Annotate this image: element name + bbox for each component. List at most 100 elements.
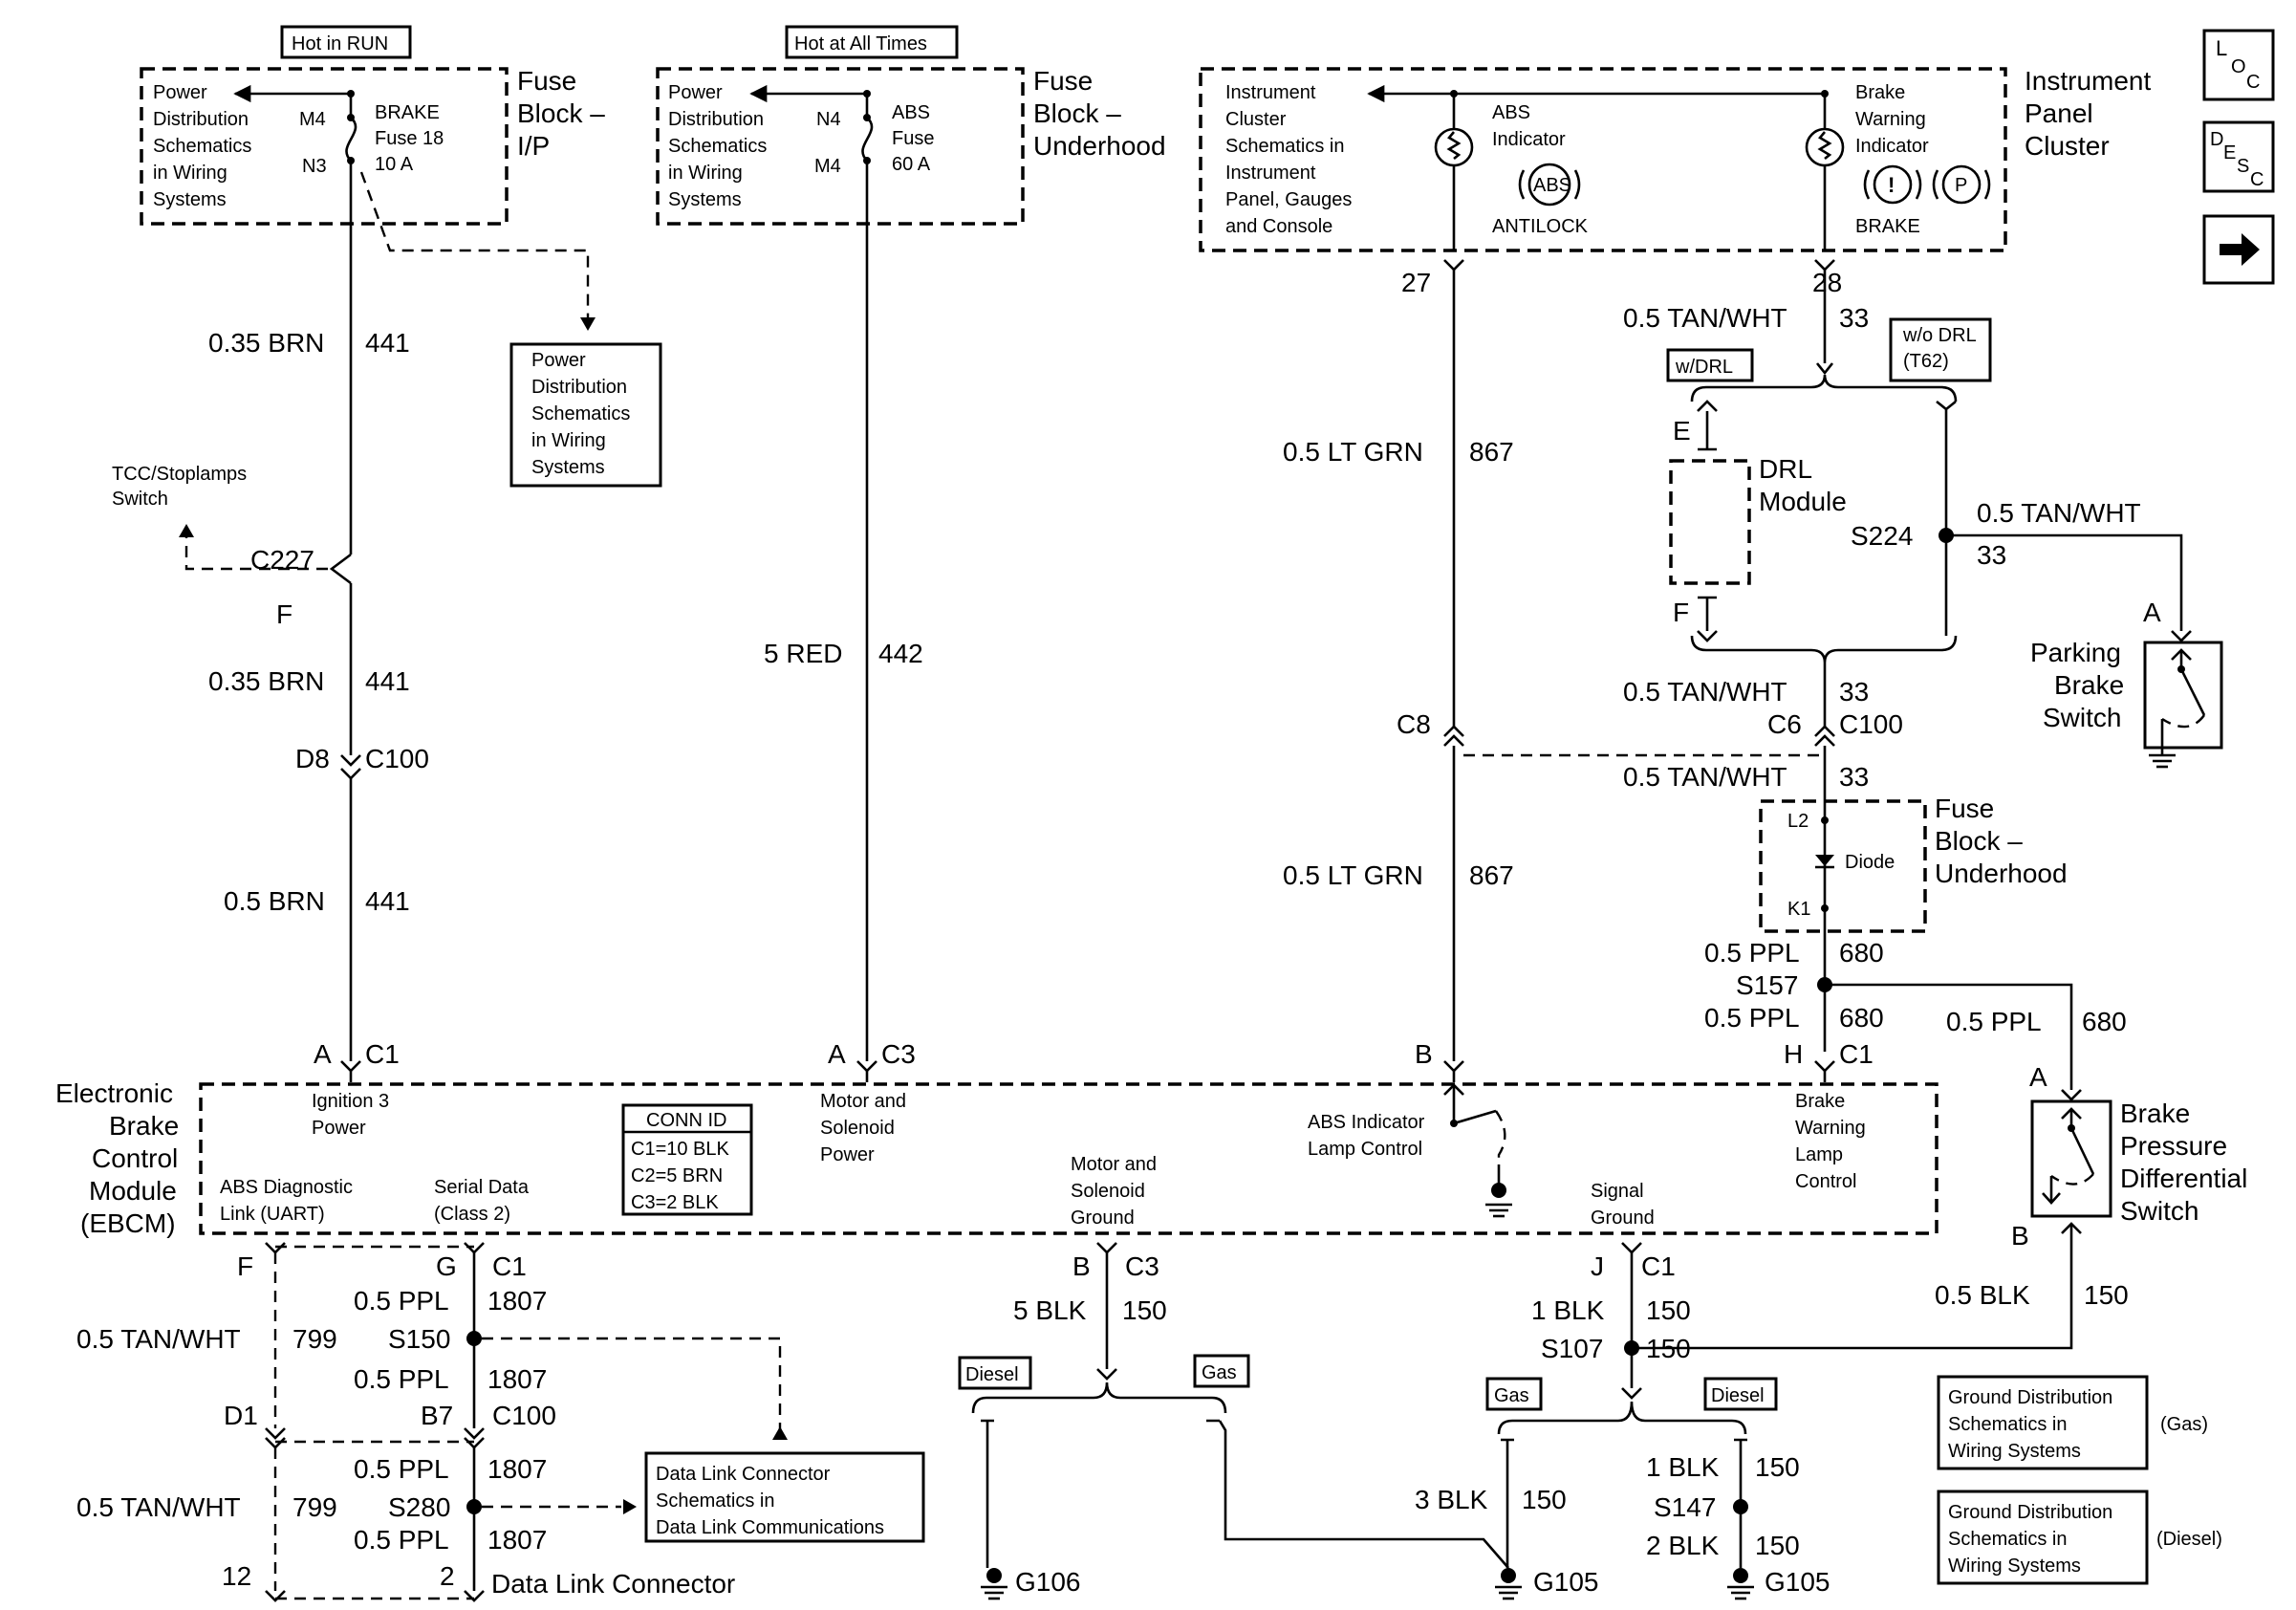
svg-text:Warning: Warning [1795, 1118, 1866, 1139]
svg-text:28: 28 [1812, 268, 1842, 297]
svg-text:Switch: Switch [2120, 1196, 2199, 1226]
svg-text:Hot at All Times: Hot at All Times [794, 33, 927, 54]
power-distribution-reference[interactable]: Power Distribution Schematics in Wiring … [509, 342, 662, 488]
svg-text:Systems: Systems [668, 189, 742, 210]
svg-text:A: A [828, 1039, 846, 1069]
svg-text:O: O [2231, 56, 2246, 77]
svg-text:Panel: Panel [2025, 98, 2093, 128]
svg-text:1807: 1807 [487, 1454, 547, 1484]
svg-text:C1: C1 [365, 1039, 400, 1069]
svg-text:C100: C100 [1839, 709, 1903, 739]
circuit-150-motor-ground [971, 1242, 1509, 1600]
svg-text:Brake: Brake [1855, 82, 1905, 103]
svg-text:Power: Power [531, 350, 586, 371]
svg-text:S150: S150 [388, 1324, 450, 1354]
svg-text:(T62): (T62) [1903, 351, 1949, 372]
svg-text:A: A [2143, 598, 2161, 627]
svg-text:C: C [2250, 169, 2264, 190]
svg-text:Block –: Block – [517, 98, 605, 128]
svg-text:33: 33 [1839, 677, 1869, 707]
description-icon[interactable]: D E S C [2202, 120, 2275, 193]
svg-text:Data Link Connector: Data Link Connector [656, 1464, 831, 1485]
svg-text:Diesel: Diesel [1711, 1385, 1765, 1406]
svg-text:TCC/Stoplamps: TCC/Stoplamps [112, 464, 247, 485]
svg-text:1807: 1807 [487, 1525, 547, 1555]
svg-text:and Console: and Console [1225, 216, 1332, 237]
brake-pressure-differential-switch: A Brake Pressure Differential Switch B [1632, 1062, 2247, 1350]
svg-text:799: 799 [292, 1492, 337, 1522]
svg-text:I/P: I/P [517, 131, 550, 161]
ground-distribution-reference-diesel[interactable]: Ground Distribution Schematics in Wiring… [1937, 1490, 2149, 1585]
svg-text:S224: S224 [1851, 521, 1913, 551]
svg-text:(Class 2): (Class 2) [434, 1204, 510, 1225]
data-link-connector-reference[interactable]: Data Link Connector Schematics in Data L… [644, 1451, 925, 1543]
svg-text:L2: L2 [1787, 811, 1809, 832]
svg-text:Wiring Systems: Wiring Systems [1948, 1441, 2081, 1462]
svg-text:Switch: Switch [2043, 703, 2121, 732]
circuit-33 [1690, 259, 2183, 1082]
svg-text:0.35 BRN: 0.35 BRN [208, 328, 324, 358]
svg-text:B: B [1072, 1251, 1091, 1281]
svg-text:M4: M4 [299, 109, 326, 130]
svg-text:Hot in RUN: Hot in RUN [292, 33, 388, 54]
fuse-block-underhood-diode: L2 Diode K1 Fuse Block – Underhood [1759, 794, 2068, 933]
svg-text:Control: Control [1795, 1171, 1856, 1192]
svg-text:Wiring Systems: Wiring Systems [1948, 1556, 2081, 1577]
svg-text:Motor and: Motor and [1071, 1154, 1157, 1175]
svg-text:0.5 TAN/WHT: 0.5 TAN/WHT [1623, 762, 1787, 792]
svg-text:M4: M4 [814, 156, 841, 177]
svg-text:Power: Power [668, 82, 723, 103]
svg-text:Module: Module [89, 1176, 177, 1206]
svg-text:Instrument: Instrument [1225, 82, 1316, 103]
svg-text:441: 441 [365, 328, 410, 358]
svg-text:J: J [1591, 1251, 1604, 1281]
svg-text:Ground: Ground [1071, 1208, 1135, 1229]
svg-text:Distribution: Distribution [153, 109, 249, 130]
svg-text:1807: 1807 [487, 1286, 547, 1316]
svg-text:G105: G105 [1765, 1567, 1830, 1597]
instrument-panel-cluster: Instrument Cluster Schematics in Instrum… [1199, 66, 2151, 252]
svg-text:Module: Module [1759, 487, 1847, 516]
svg-text:0.5 PPL: 0.5 PPL [1704, 1003, 1800, 1033]
svg-text:Indicator: Indicator [1855, 136, 1929, 157]
diode-icon [1815, 855, 1834, 866]
circuit-150-signal-ground [1495, 1242, 1754, 1600]
tcc-stoplamps-reference[interactable]: TCC/Stoplamps Switch [112, 464, 247, 510]
svg-text:Block –: Block – [1033, 98, 1121, 128]
svg-text:Schematics in: Schematics in [656, 1490, 775, 1512]
svg-text:Power: Power [312, 1118, 366, 1139]
svg-text:C100: C100 [365, 744, 429, 773]
svg-text:Brake: Brake [1795, 1091, 1845, 1112]
svg-text:S107: S107 [1541, 1334, 1603, 1363]
svg-text:0.35 BRN: 0.35 BRN [208, 666, 324, 696]
svg-text:S: S [2237, 156, 2249, 177]
hot-at-all-times-tag: Hot at All Times [785, 25, 959, 59]
svg-text:E: E [2223, 142, 2236, 163]
svg-text:C100: C100 [492, 1401, 556, 1430]
svg-text:150: 150 [1122, 1295, 1167, 1325]
svg-text:0.5 PPL: 0.5 PPL [354, 1525, 449, 1555]
svg-text:C1=10 BLK: C1=10 BLK [631, 1139, 730, 1160]
svg-text:Signal: Signal [1591, 1181, 1644, 1202]
svg-text:Power: Power [153, 82, 207, 103]
circuit-867 [1443, 259, 1464, 1082]
svg-text:N3: N3 [302, 156, 327, 177]
svg-text:Electronic: Electronic [55, 1078, 173, 1108]
svg-text:Instrument: Instrument [2025, 66, 2151, 96]
svg-text:G105: G105 [1533, 1567, 1599, 1597]
svg-text:ABS Indicator: ABS Indicator [1308, 1112, 1425, 1133]
location-icon[interactable]: L O C [2202, 29, 2275, 101]
svg-text:1 BLK: 1 BLK [1646, 1452, 1720, 1482]
svg-text:Fuse: Fuse [1935, 794, 1994, 823]
svg-text:Differential: Differential [2120, 1164, 2247, 1193]
svg-text:D: D [2210, 129, 2223, 150]
ground-distribution-reference-gas[interactable]: Ground Distribution Schematics in Wiring… [1937, 1375, 2149, 1470]
svg-text:ABS Diagnostic: ABS Diagnostic [220, 1177, 353, 1198]
svg-text:C3=2 BLK: C3=2 BLK [631, 1192, 719, 1213]
fuse-block-underhood-top: Power Distribution Schematics in Wiring … [656, 66, 1166, 226]
svg-text:5 BLK: 5 BLK [1013, 1295, 1087, 1325]
svg-text:Schematics: Schematics [531, 403, 630, 424]
next-page-arrow-icon[interactable] [2202, 214, 2275, 285]
svg-text:C1: C1 [1839, 1039, 1874, 1069]
